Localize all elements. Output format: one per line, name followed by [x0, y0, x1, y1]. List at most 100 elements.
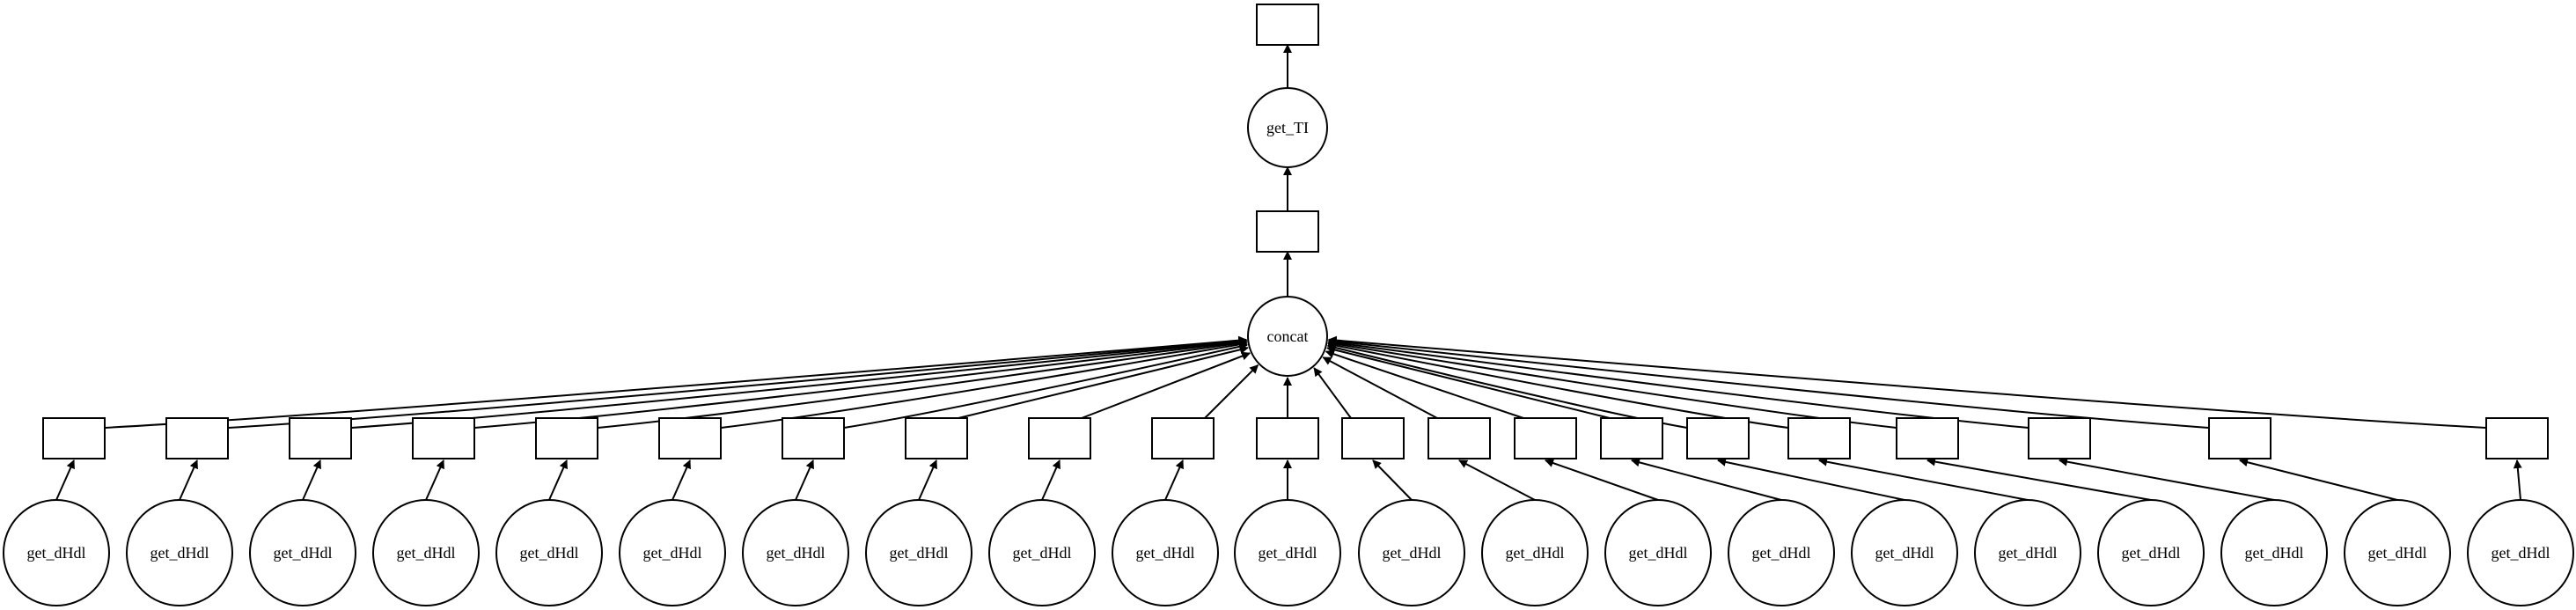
get-dhdl-node-13-label: get_dHdl: [1629, 544, 1688, 562]
get-dhdl-node-18-shape: [2220, 499, 2328, 606]
branch-box-node-11-shape: [1341, 417, 1405, 459]
branch-box-node-9-shape: [1151, 417, 1215, 459]
branch-box-node-17-shape: [1896, 417, 1959, 459]
branch-box-node-6: [782, 417, 845, 459]
get-dhdl-node-0-label: get_dHdl: [27, 544, 86, 562]
branch-box-node-20-shape: [2485, 417, 2549, 459]
edge-box-3-to-concat: [473, 337, 1248, 429]
get-dhdl-node-6: get_dHdl: [742, 499, 849, 606]
branch-box-node-12: [1427, 417, 1491, 459]
branch-box-node-13: [1514, 417, 1577, 459]
branch-box-node-3: [412, 417, 475, 459]
branch-box-node-1: [165, 417, 229, 459]
get-dhdl-node-8-shape: [988, 499, 1096, 606]
edge-leaf-9-to-box-9: [1164, 459, 1184, 501]
get-dhdl-node-4-label: get_dHdl: [520, 544, 579, 562]
branch-box-node-7-shape: [905, 417, 968, 459]
get-dhdl-node-0: get_dHdl: [3, 499, 110, 606]
get-dhdl-node-19: get_dHdl: [2344, 499, 2451, 606]
edge-leaf-20-to-box-20: [2513, 459, 2522, 501]
get-dhdl-node-3-shape: [372, 499, 480, 606]
get-dhdl-node-2-label: get_dHdl: [274, 544, 333, 562]
get-dhdl-node-18-label: get_dHdl: [2245, 544, 2304, 562]
edge-leaf-18-to-box-18: [2059, 457, 2275, 501]
get-dhdl-node-20-label: get_dHdl: [2492, 544, 2550, 562]
branch-box-node-16: [1787, 417, 1851, 459]
get-dhdl-node-11-label: get_dHdl: [1383, 544, 1442, 562]
edge-box-13-to-concat: [1325, 349, 1524, 419]
get-dhdl-node-3-label: get_dHdl: [397, 544, 456, 562]
edge-leaf-7-to-box-7: [918, 459, 937, 501]
edge-leaf-16-to-box-16: [1818, 457, 2029, 501]
get-ti-node-label: get_TI: [1266, 119, 1309, 136]
get-dhdl-node-6-label: get_dHdl: [767, 544, 826, 562]
branch-box-node-13-shape: [1514, 417, 1577, 459]
get-dhdl-node-7: get_dHdl: [865, 499, 972, 606]
branch-box-node-9: [1151, 417, 1215, 459]
branch-box-node-6-shape: [782, 417, 845, 459]
get-dhdl-node-7-shape: [865, 499, 972, 606]
edge-box-20-to-concat: [1327, 335, 2487, 429]
branch-box-node-10-shape: [1256, 417, 1319, 459]
get-dhdl-node-14-shape: [1728, 499, 1835, 606]
get-dhdl-node-15: get_dHdl: [1851, 499, 1958, 606]
branch-box-node-19-shape: [2208, 417, 2271, 459]
edge-box-9-to-concat: [1204, 364, 1259, 419]
edge-leaf-13-to-box-13: [1545, 459, 1659, 501]
branch-box-node-4-shape: [535, 417, 598, 459]
get-dhdl-node-15-shape: [1851, 499, 1958, 606]
get-dhdl-node-1-label: get_dHdl: [150, 544, 209, 562]
get-dhdl-node-4: get_dHdl: [495, 499, 603, 606]
concat-node: concat: [1247, 296, 1328, 377]
get-dhdl-node-18: get_dHdl: [2220, 499, 2328, 606]
get-dhdl-node-10-label: get_dHdl: [1259, 544, 1317, 562]
get-dhdl-node-1-shape: [126, 499, 233, 606]
concat-node-label: concat: [1267, 327, 1309, 345]
branch-box-node-5: [658, 417, 722, 459]
get-dhdl-node-14-label: get_dHdl: [1752, 544, 1811, 562]
edge-box-0-to-concat: [104, 335, 1248, 429]
branch-box-node-3-shape: [412, 417, 475, 459]
get-dhdl-node-14: get_dHdl: [1728, 499, 1835, 606]
get-dhdl-node-3: get_dHdl: [372, 499, 480, 606]
get-dhdl-node-0-shape: [3, 499, 110, 606]
branch-box-node-8: [1028, 417, 1091, 459]
edge-box-15-to-concat: [1326, 343, 1688, 429]
get-dhdl-node-2: get_dHdl: [249, 499, 356, 606]
get-dhdl-node-17: get_dHdl: [2097, 499, 2205, 606]
edge-box-4-to-concat: [597, 338, 1248, 429]
get-dhdl-node-13-shape: [1604, 499, 1712, 606]
get-dhdl-node-20-shape: [2467, 499, 2574, 606]
get-dhdl-node-16: get_dHdl: [1974, 499, 2081, 606]
edge-box-6-to-concat: [843, 342, 1249, 429]
branch-box-node-15: [1686, 417, 1750, 459]
edge-box-8-to-concat: [1081, 351, 1251, 419]
edge-leaf-6-to-box-6: [795, 459, 814, 501]
branch-box-node-19: [2208, 417, 2271, 459]
get-dhdl-node-5: get_dHdl: [619, 499, 726, 606]
get-dhdl-node-8: get_dHdl: [988, 499, 1096, 606]
edge-leaf-11-to-box-11: [1372, 459, 1413, 501]
edge-leaf-8-to-box-8: [1041, 459, 1060, 501]
get-dhdl-node-5-shape: [619, 499, 726, 606]
branch-box-node-17: [1896, 417, 1959, 459]
get-dhdl-node-16-shape: [1974, 499, 2081, 606]
get-dhdl-node-20: get_dHdl: [2467, 499, 2574, 606]
branch-box-node-18: [2028, 417, 2091, 459]
get-dhdl-node-19-shape: [2344, 499, 2451, 606]
edge-box-18-to-concat: [1327, 338, 2029, 429]
branch-box-node-4: [535, 417, 598, 459]
get-dhdl-node-4-shape: [495, 499, 603, 606]
edge-box-11-to-concat: [1313, 367, 1352, 419]
branch-box-node-14: [1600, 417, 1663, 459]
mid-box-node-shape: [1256, 210, 1319, 253]
edge-box-2-to-concat: [350, 336, 1248, 429]
get-dhdl-node-2-shape: [249, 499, 356, 606]
branch-box-node-7: [905, 417, 968, 459]
branch-box-node-10: [1256, 417, 1319, 459]
branch-box-node-0: [42, 417, 106, 459]
get-dhdl-node-12-label: get_dHdl: [1506, 544, 1565, 562]
edge-leaf-5-to-box-5: [672, 459, 691, 501]
